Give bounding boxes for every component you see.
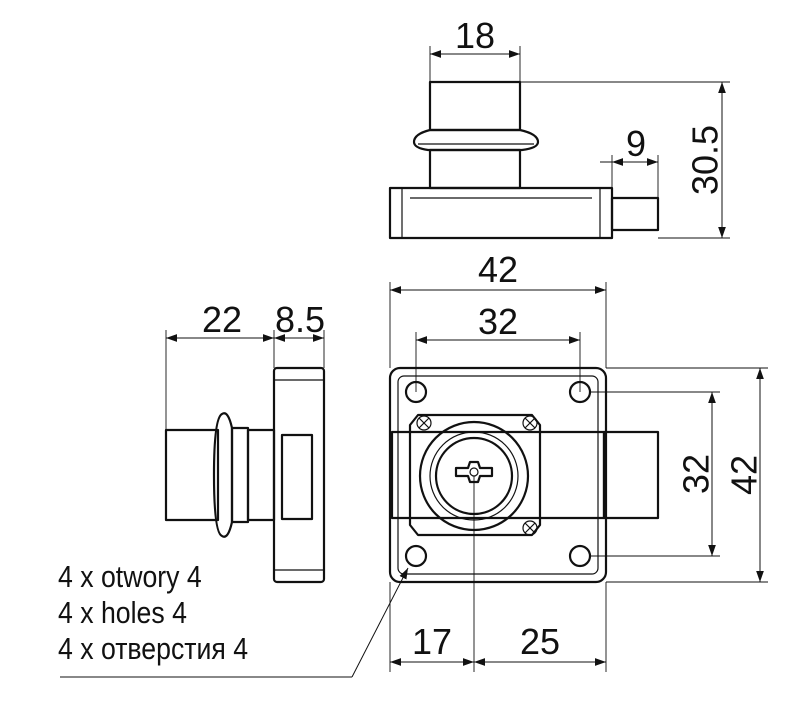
note-english: 4 x holes 4 [58,595,187,630]
dim-front-hole-spacing-y: 32 [676,454,717,494]
dim-front-hole-spacing-x: 32 [478,301,518,342]
dim-front-width: 42 [478,249,518,290]
hole-leader [60,567,409,678]
side-view: 22 8.5 [164,299,326,584]
dim-front-height: 42 [724,455,765,495]
note-polish: 4 x otwory 4 [58,559,202,594]
dim-side-length: 22 [202,299,242,340]
dim-top-bolt: 9 [626,123,646,164]
dim-front-offset-right: 25 [520,621,560,662]
dim-front-offset-left: 17 [412,621,452,662]
note-russian: 4 x отверстия 4 [58,631,249,666]
top-view: 18 9 30.5 [388,15,730,240]
dim-side-plate: 8.5 [275,299,325,340]
dim-top-width: 18 [455,15,495,56]
dim-top-height: 30.5 [685,125,726,195]
front-view: 42 32 32 42 17 25 [388,249,768,672]
